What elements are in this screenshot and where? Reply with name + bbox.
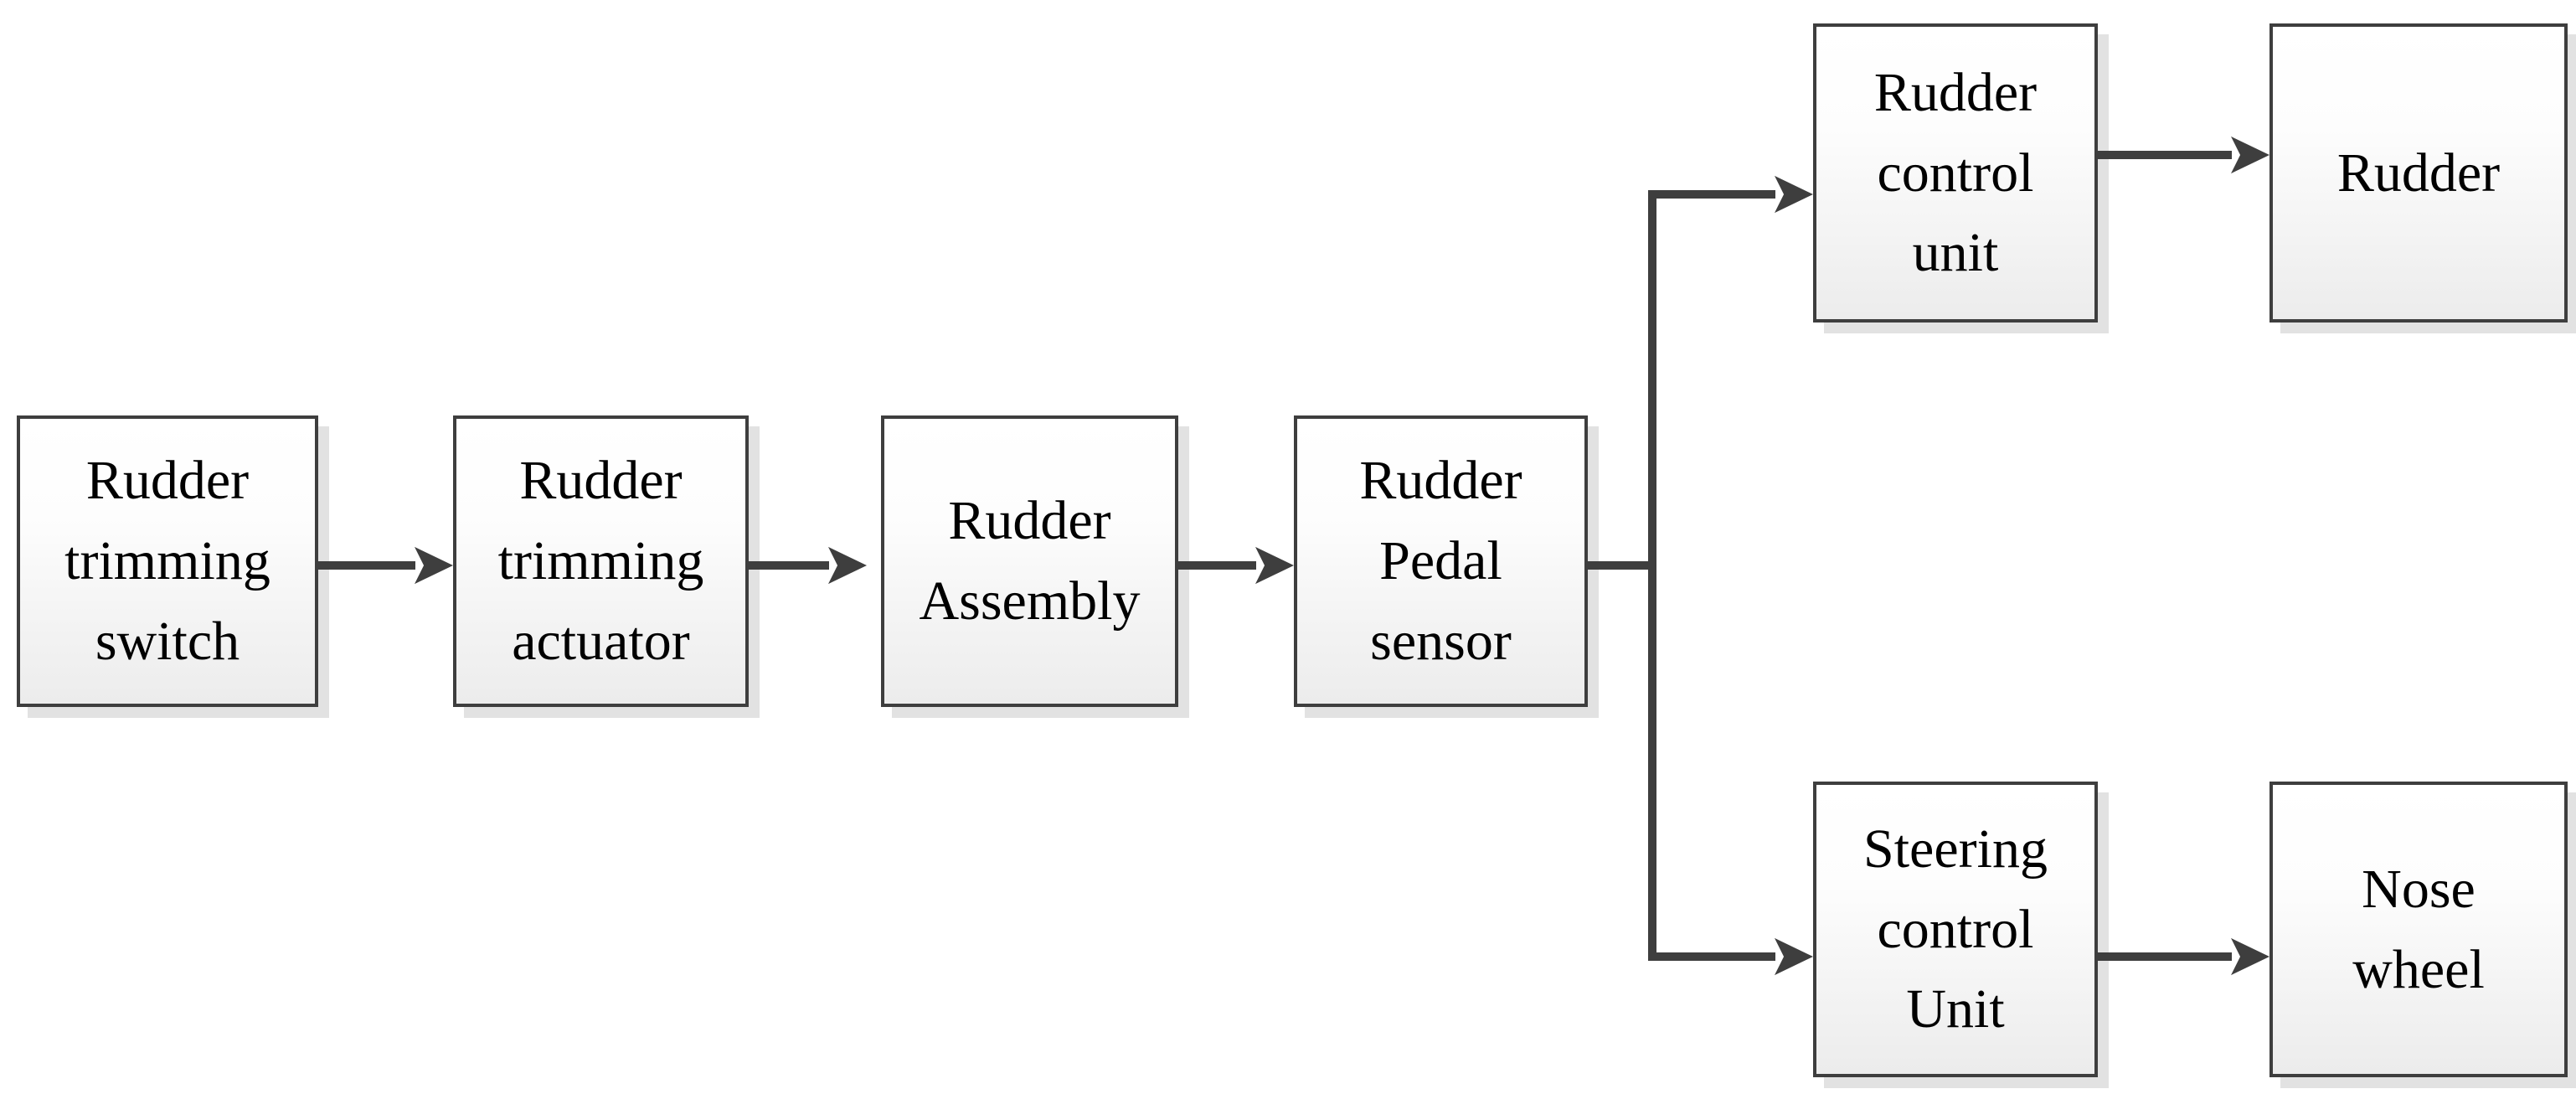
connector-sensor-to-branch-line <box>1584 561 1656 570</box>
node-label-steering-control-unit: Steering control Unit <box>1863 818 2048 1040</box>
node-label-rudder-assembly: Rudder Assembly <box>919 490 1141 632</box>
node-rudder-pedal-sensor: Rudder Pedal sensor <box>1294 415 1588 707</box>
node-rudder: Rudder <box>2269 23 2568 323</box>
node-rudder-control-unit: Rudder control unit <box>1813 23 2098 323</box>
node-steering-control-unit: Steering control Unit <box>1813 782 2098 1077</box>
connector-switch-to-actuator-line <box>317 561 415 570</box>
node-label-nose-wheel: Nose wheel <box>2352 858 2485 1000</box>
connector-rudder-control-unit-to-rudder-line <box>2096 151 2232 159</box>
node-label-rudder: Rudder <box>2336 142 2501 204</box>
connector-steering-control-unit-to-nose-wheel-line <box>2096 952 2232 961</box>
node-rudder-assembly: Rudder Assembly <box>881 415 1178 707</box>
arrowhead-right-icon <box>2231 937 2269 976</box>
connector-branch-to-rudder-control-unit-line <box>1648 190 1775 199</box>
connector-branch-to-steering-control-unit-line <box>1648 952 1775 961</box>
node-label-rudder-control-unit: Rudder control unit <box>1873 61 2038 284</box>
arrowhead-right-icon <box>1775 175 1813 214</box>
node-rudder-trimming-actuator: Rudder trimming actuator <box>453 415 749 707</box>
arrowhead-right-icon <box>1255 546 1294 585</box>
arrowhead-right-icon <box>415 546 453 585</box>
node-nose-wheel: Nose wheel <box>2269 782 2568 1077</box>
node-label-rudder-trimming-switch: Rudder trimming switch <box>64 450 270 672</box>
arrowhead-right-icon <box>2231 136 2269 174</box>
arrowhead-right-icon <box>1775 937 1813 976</box>
node-label-rudder-pedal-sensor: Rudder Pedal sensor <box>1359 450 1522 672</box>
connector-actuator-to-assembly-line <box>747 561 829 570</box>
node-label-rudder-trimming-actuator: Rudder trimming actuator <box>497 450 704 672</box>
connector-branch-vertical-line <box>1648 190 1656 961</box>
connector-assembly-to-sensor-line <box>1177 561 1256 570</box>
arrowhead-right-icon <box>828 546 867 585</box>
node-rudder-trimming-switch: Rudder trimming switch <box>17 415 318 707</box>
